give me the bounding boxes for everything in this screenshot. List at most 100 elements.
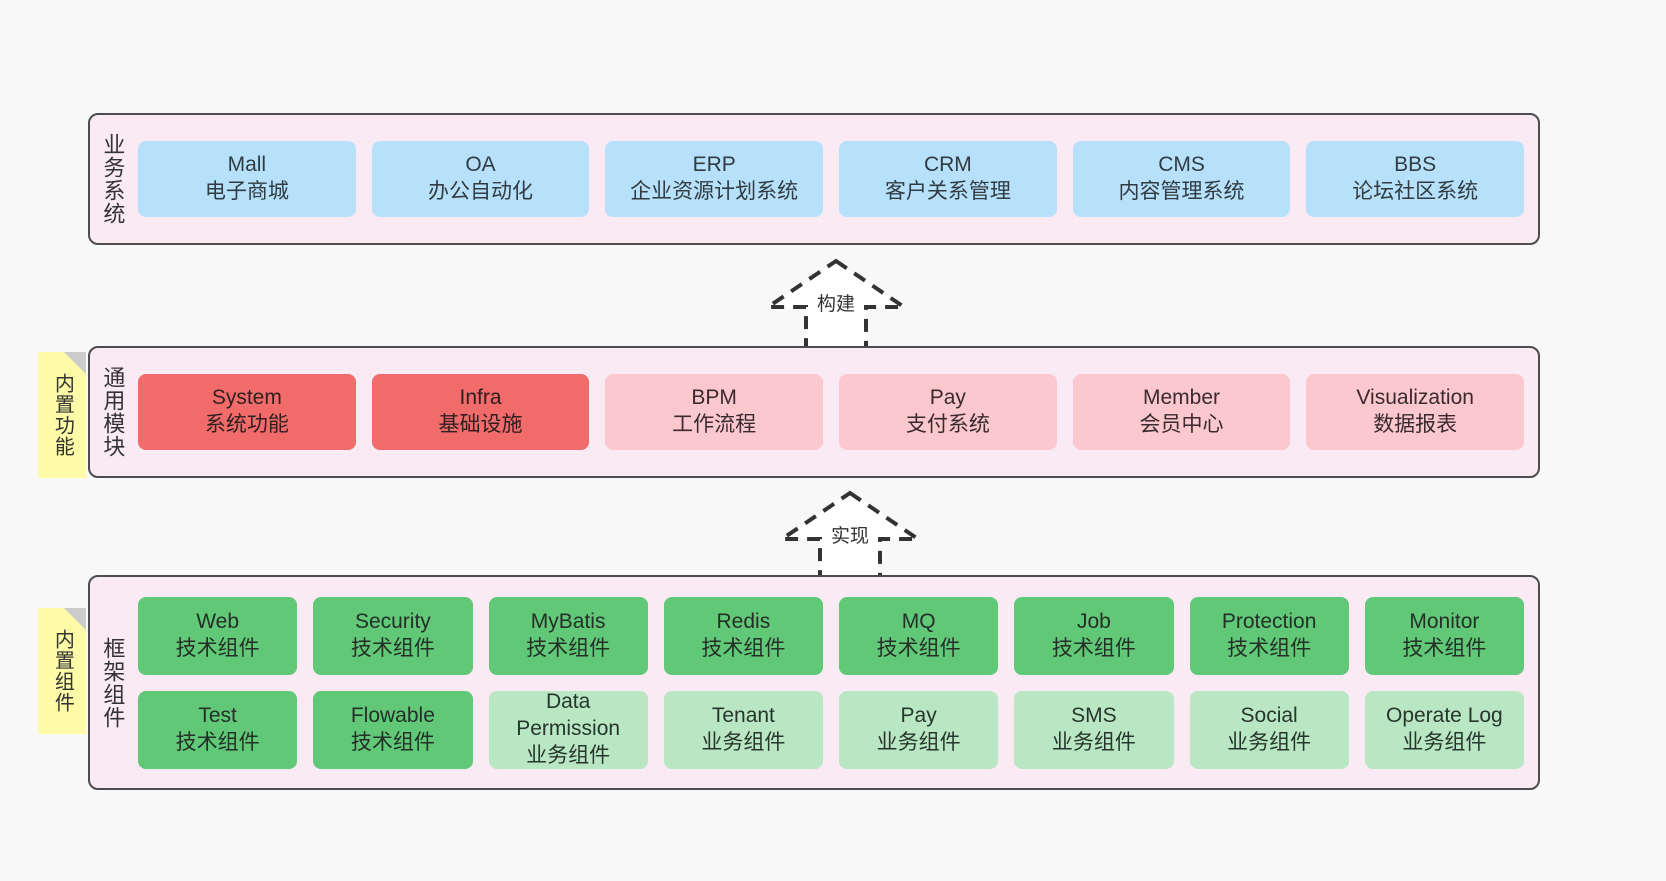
node-erp[interactable]: ERP 企业资源计划系统	[605, 141, 824, 217]
arrow-realize: 实现	[775, 487, 925, 585]
layer-row: Test 技术组件 Flowable 技术组件 Data Permission …	[138, 690, 1524, 769]
node-subtitle: 技术组件	[175, 730, 260, 754]
node-title: Flowable	[350, 703, 435, 727]
node-subtitle: 业务组件	[1051, 730, 1136, 754]
node-subtitle: 技术组件	[175, 636, 260, 660]
node-title: Security	[354, 609, 431, 633]
node-subtitle: 工作流程	[672, 413, 757, 436]
node-subtitle: 企业资源计划系统	[630, 180, 799, 203]
node-subtitle: 技术组件	[1227, 636, 1312, 660]
node-title: OA	[465, 153, 496, 177]
node-crm[interactable]: CRM 客户关系管理	[839, 141, 1057, 217]
layer-title-common: 通用模块	[100, 366, 126, 458]
node-title: Test	[198, 703, 237, 727]
node-title: MyBatis	[530, 609, 606, 633]
layer-title-business: 业务系统	[100, 133, 126, 225]
node-subtitle: 技术组件	[526, 636, 611, 660]
node-bpm[interactable]: BPM 工作流程	[605, 374, 824, 450]
node-subtitle: 会员中心	[1139, 413, 1224, 436]
layer-body-business: Mall 电子商城 OA 办公自动化 ERP 企业资源计划系统 CRM 客户关系…	[134, 115, 1538, 243]
layer-business-systems: 业务系统 Mall 电子商城 OA 办公自动化 ERP 企业资源计划系统 CRM…	[88, 113, 1540, 245]
node-visualization[interactable]: Visualization 数据报表	[1306, 374, 1525, 450]
node-tenant[interactable]: Tenant 业务组件	[663, 690, 823, 769]
layer-common-modules: 通用模块 System 系统功能 Infra 基础设施 BPM 工作流程 Pay…	[88, 346, 1540, 478]
node-bbs[interactable]: BBS 论坛社区系统	[1306, 141, 1525, 217]
node-infra[interactable]: Infra 基础设施	[371, 374, 590, 450]
arrow-label-realize: 实现	[830, 526, 870, 547]
node-title: Protection	[1221, 609, 1317, 633]
node-subtitle: 支付系统	[905, 413, 990, 436]
node-subtitle: 内容管理系统	[1118, 180, 1245, 203]
node-title: Job	[1076, 609, 1111, 633]
node-pay[interactable]: Pay 支付系统	[839, 374, 1057, 450]
node-title: MQ	[901, 609, 936, 633]
node-test[interactable]: Test 技术组件	[138, 690, 298, 769]
node-subtitle: 技术组件	[350, 636, 435, 660]
node-title: Visualization	[1356, 386, 1474, 410]
node-subtitle: 技术组件	[1051, 636, 1136, 660]
node-title: Social	[1240, 703, 1298, 727]
node-flowable[interactable]: Flowable 技术组件	[313, 690, 473, 769]
node-subtitle: 业务组件	[876, 730, 961, 754]
layer-row: System 系统功能 Infra 基础设施 BPM 工作流程 Pay 支付系统…	[138, 374, 1525, 450]
node-subtitle: 业务组件	[526, 743, 611, 767]
arrow-label-build: 构建	[816, 294, 856, 315]
node-subtitle: 技术组件	[701, 636, 786, 660]
node-subtitle: 客户关系管理	[884, 180, 1011, 203]
sticky-note-builtin-components: 内置组件	[38, 608, 86, 734]
layer-row: Web 技术组件 Security 技术组件 MyBatis 技术组件 Redi…	[138, 596, 1524, 675]
page-fold-icon	[64, 352, 86, 374]
node-subtitle: 技术组件	[1402, 636, 1487, 660]
node-subtitle: 业务组件	[1402, 730, 1487, 754]
node-job[interactable]: Job 技术组件	[1014, 596, 1174, 675]
sticky-note-text: 内置功能	[51, 373, 74, 457]
node-title: Redis	[716, 609, 771, 633]
node-monitor[interactable]: Monitor 技术组件	[1364, 596, 1524, 675]
node-subtitle: 论坛社区系统	[1352, 180, 1479, 203]
node-cms[interactable]: CMS 内容管理系统	[1072, 141, 1291, 217]
node-title: Web	[196, 609, 240, 633]
node-title: Data Permission	[516, 690, 621, 741]
node-subtitle: 数据报表	[1373, 413, 1458, 436]
node-mall[interactable]: Mall 电子商城	[138, 141, 356, 217]
sticky-note-builtin-features: 内置功能	[38, 352, 86, 478]
node-system[interactable]: System 系统功能	[138, 374, 356, 450]
node-subtitle: 技术组件	[876, 636, 961, 660]
node-title: ERP	[692, 153, 736, 177]
node-social[interactable]: Social 业务组件	[1189, 690, 1349, 769]
node-web[interactable]: Web 技术组件	[138, 596, 298, 675]
node-subtitle: 办公自动化	[428, 180, 533, 203]
node-protection[interactable]: Protection 技术组件	[1189, 596, 1349, 675]
node-operate-log[interactable]: Operate Log 业务组件	[1364, 690, 1524, 769]
node-title: Operate Log	[1385, 703, 1503, 727]
node-security[interactable]: Security 技术组件	[313, 596, 473, 675]
node-data-permission[interactable]: Data Permission 业务组件	[488, 690, 648, 769]
node-subtitle: 电子商城	[204, 180, 289, 203]
generalization-arrow-shape	[761, 258, 911, 351]
node-title: Member	[1143, 386, 1221, 410]
sticky-note-text: 内置组件	[51, 629, 74, 713]
node-title: System	[211, 386, 282, 410]
node-redis[interactable]: Redis 技术组件	[663, 596, 823, 675]
layer-title-framework: 框架组件	[100, 636, 126, 729]
layer-body-common: System 系统功能 Infra 基础设施 BPM 工作流程 Pay 支付系统…	[134, 348, 1538, 476]
node-title: SMS	[1071, 703, 1117, 727]
node-mq[interactable]: MQ 技术组件	[839, 596, 999, 675]
node-subtitle: 系统功能	[204, 413, 289, 436]
node-oa[interactable]: OA 办公自动化	[371, 141, 590, 217]
node-title: BBS	[1394, 153, 1437, 177]
node-title: Pay	[929, 386, 966, 410]
node-mybatis[interactable]: MyBatis 技术组件	[488, 596, 648, 675]
node-subtitle: 业务组件	[701, 730, 786, 754]
node-member[interactable]: Member 会员中心	[1072, 374, 1291, 450]
layer-row: Mall 电子商城 OA 办公自动化 ERP 企业资源计划系统 CRM 客户关系…	[138, 141, 1525, 217]
arrow-build: 构建	[761, 255, 911, 353]
node-pay-business[interactable]: Pay 业务组件	[839, 690, 999, 769]
node-subtitle: 基础设施	[438, 413, 523, 436]
node-subtitle: 技术组件	[350, 730, 435, 754]
node-title: CMS	[1158, 153, 1205, 177]
node-sms[interactable]: SMS 业务组件	[1014, 690, 1174, 769]
layer-framework-components: 框架组件 Web 技术组件 Security 技术组件 MyBatis 技术组件…	[88, 575, 1540, 790]
node-title: Mall	[227, 153, 267, 177]
